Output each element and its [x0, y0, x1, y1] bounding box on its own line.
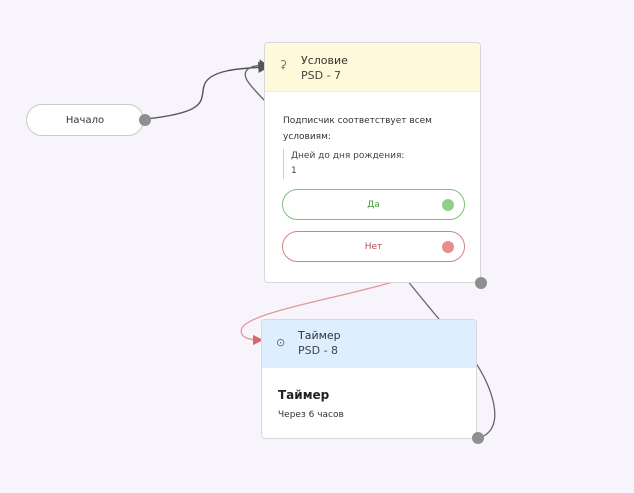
- condition-output-port[interactable]: [475, 277, 487, 289]
- branch-yes-label: Да: [367, 199, 380, 210]
- condition-criterion: Дней до дня рождения: 1: [283, 149, 404, 179]
- branch-no-label: Нет: [364, 241, 383, 252]
- criterion-value: 1: [291, 166, 297, 176]
- timer-heading: Таймер: [278, 388, 330, 402]
- criterion-label: Дней до дня рождения:: [291, 151, 405, 161]
- timer-description: Через 6 часов: [278, 410, 344, 420]
- branch-no-port[interactable]: [442, 241, 454, 253]
- start-output-port[interactable]: [139, 114, 151, 126]
- condition-node-id: PSD - 7: [301, 69, 342, 82]
- condition-node-header[interactable]: ⚳ Условие PSD - 7: [265, 43, 480, 92]
- timer-output-port[interactable]: [472, 432, 484, 444]
- branch-no-button[interactable]: Нет: [282, 231, 465, 262]
- branch-yes-port[interactable]: [442, 199, 454, 211]
- timer-node-header[interactable]: ⊙ Таймер PSD - 8: [262, 320, 476, 368]
- clock-icon: ⊙: [276, 336, 286, 349]
- link-start-to-condition[interactable]: [145, 61, 270, 120]
- start-node-label: Начало: [65, 114, 105, 126]
- condition-node[interactable]: ⚳ Условие PSD - 7 Подписчик соответствуе…: [264, 42, 481, 283]
- condition-fork-icon: ⚳: [279, 58, 288, 71]
- start-node[interactable]: Начало: [26, 104, 144, 136]
- timer-node-id: PSD - 8: [298, 344, 339, 357]
- timer-node[interactable]: ⊙ Таймер PSD - 8 Таймер Через 6 часов: [261, 319, 477, 439]
- timer-node-title: Таймер: [298, 329, 341, 342]
- condition-node-title: Условие: [301, 54, 348, 67]
- branch-yes-button[interactable]: Да: [282, 189, 465, 220]
- condition-description: Подписчик соответствует всем условиям:: [283, 116, 432, 142]
